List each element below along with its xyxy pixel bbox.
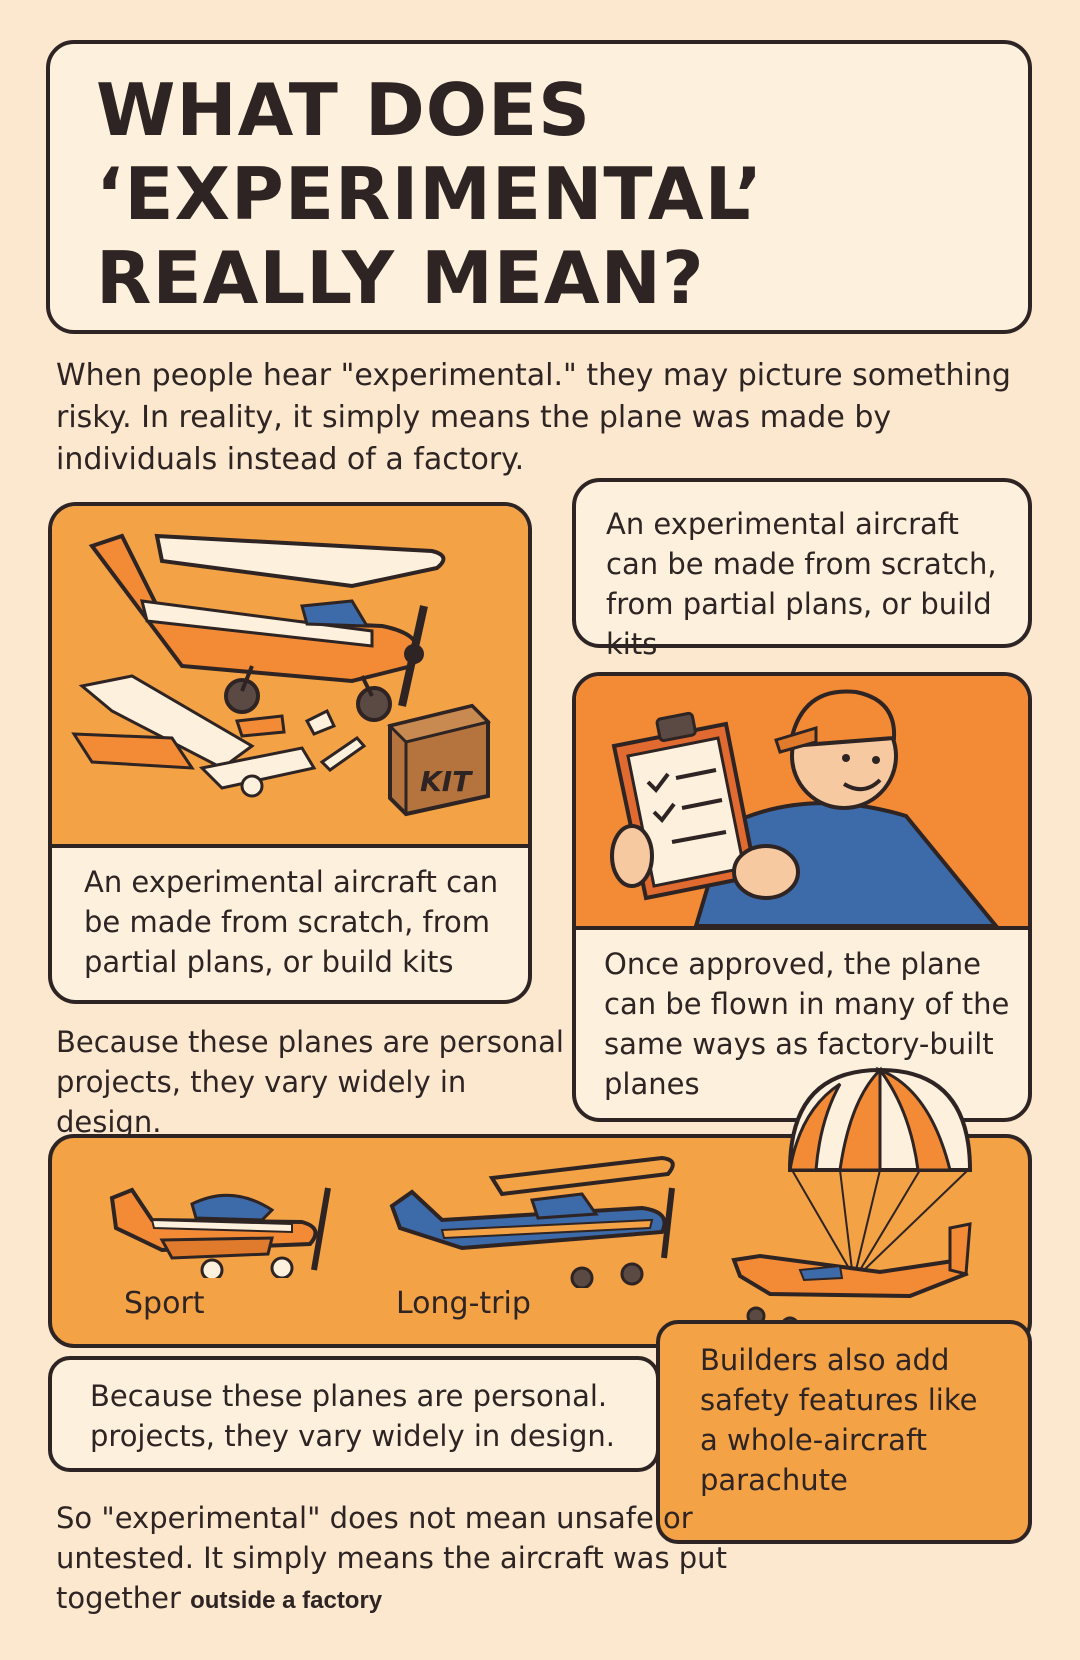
longtrip-plane-icon: [389, 1155, 675, 1288]
approval-card: Once approved, the plane can be flown in…: [572, 672, 1032, 1122]
inspector-icon: [610, 689, 1001, 928]
build-methods-card-2: An experimental aircraft can be made fro…: [572, 478, 1032, 661]
parachute-plane-icon: [731, 1066, 973, 1342]
intro-text: When people hear "experimental." they ma…: [56, 358, 1011, 477]
build-methods-card: KIT An experimental aircraft can be made…: [48, 502, 532, 1004]
kit-plane-icon: KIT: [71, 533, 491, 817]
title-line-2: ‘EXPERIMENTAL’: [96, 152, 764, 236]
design-variety-card: Because these planes are personal. proje…: [48, 1356, 660, 1472]
design-variety-text: Because these planes are personal projec…: [56, 1025, 564, 1139]
build-methods-text: An experimental aircraft can be made fro…: [84, 865, 499, 979]
kit-plane-illustration: KIT: [52, 506, 528, 848]
inspector-illustration: [576, 676, 1028, 930]
approval-text: Once approved, the plane can be flown in…: [604, 947, 1010, 1101]
closing-tail: outside a factory: [190, 1587, 383, 1614]
safety-features-text: Builders also add safety features like a…: [700, 1343, 978, 1497]
closing-main: So "experimental" does not mean unsafe o…: [56, 1501, 727, 1615]
build-methods-text-2: An experimental aircraft can be made fro…: [606, 507, 997, 661]
title-card: WHAT DOES ‘EXPERIMENTAL’ REALLY MEAN?: [46, 40, 1032, 334]
design-variety-card-text: Because these planes are personal. proje…: [90, 1379, 615, 1453]
sport-label: Sport: [124, 1286, 205, 1321]
safety-features-card: Builders also add safety features like a…: [656, 1320, 1032, 1544]
kit-box-label: KIT: [420, 765, 473, 798]
closing-text: So "experimental" does not mean unsafe o…: [56, 1498, 776, 1621]
title-line-3: REALLY MEAN?: [96, 236, 705, 320]
title-line-1: WHAT DOES: [96, 68, 591, 152]
page-title: WHAT DOES ‘EXPERIMENTAL’ REALLY MEAN?: [96, 68, 1028, 320]
sport-plane-icon: [109, 1187, 331, 1278]
longtrip-label: Long-trip: [396, 1286, 531, 1321]
